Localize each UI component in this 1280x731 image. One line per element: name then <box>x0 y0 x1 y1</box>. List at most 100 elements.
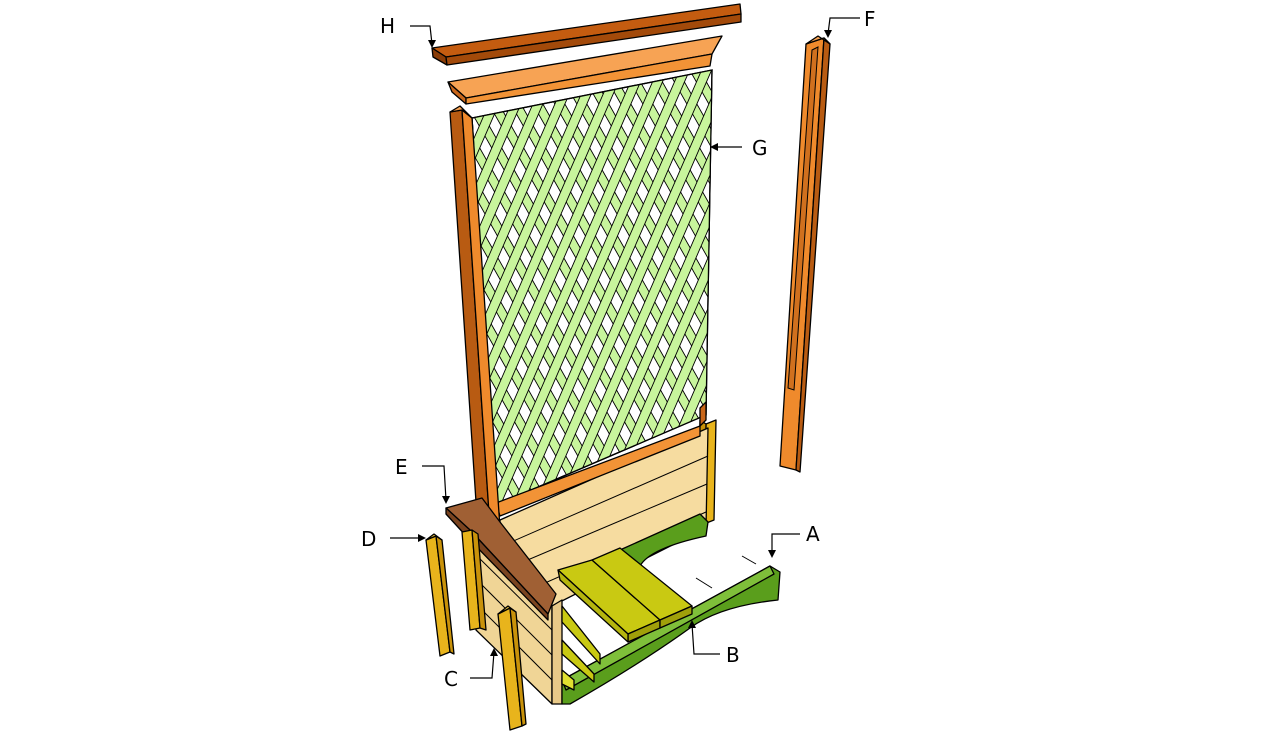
planter-box <box>471 401 717 705</box>
lattice-slat <box>728 60 998 520</box>
lattice-slat <box>1012 60 1222 520</box>
lattice-slat <box>816 60 1086 520</box>
lattice-slat <box>472 70 541 505</box>
lattice-slat <box>637 70 712 505</box>
lattice-slat <box>593 70 712 505</box>
lattice-slat <box>1166 60 1280 520</box>
lattice-slat <box>814 60 1024 520</box>
lattice-slat <box>242 60 452 520</box>
lattice-slat <box>549 70 712 505</box>
lattice-slat <box>882 60 1152 520</box>
lattice-slat <box>0 60 74 520</box>
lattice-slat <box>836 60 1046 520</box>
right-post <box>779 35 831 473</box>
lattice-slat <box>505 70 712 505</box>
box-legs <box>461 529 527 731</box>
lattice-slat <box>134 60 404 520</box>
lattice-slat <box>990 60 1200 520</box>
lattice-slat <box>860 60 1130 520</box>
lattice-slat <box>1188 60 1280 520</box>
lattice-slat <box>1034 60 1244 520</box>
lattice-slat <box>472 70 629 505</box>
lattice-slat <box>1146 60 1280 520</box>
lattice-slat <box>68 60 338 520</box>
lattice-slat <box>1036 60 1280 520</box>
lattice-slat <box>0 60 162 520</box>
lattice-slat <box>1276 60 1280 520</box>
lattice-slat <box>1254 60 1280 520</box>
lattice-slat <box>992 60 1262 520</box>
lattice-slat <box>527 70 712 505</box>
lattice-slat <box>968 60 1178 520</box>
lattice-slat <box>24 60 294 520</box>
lattice-slat <box>1122 60 1280 520</box>
lattice-slat <box>946 60 1156 520</box>
top-frame-board <box>447 35 723 105</box>
lattice-slat <box>1058 60 1280 520</box>
label-b: B <box>726 643 740 667</box>
lattice-slat <box>472 70 607 505</box>
lattice-slat <box>0 60 140 520</box>
lattice-slat <box>90 60 360 520</box>
lattice-slat <box>1056 60 1266 520</box>
lattice-slat <box>1078 60 1280 520</box>
lattice-slat <box>472 70 673 505</box>
lattice-slat <box>926 60 1196 520</box>
lattice-slat <box>1168 60 1280 520</box>
lattice-slat <box>838 60 1108 520</box>
lattice-slat <box>1234 60 1280 520</box>
loose-leg <box>425 533 455 657</box>
lattice-slat <box>0 60 228 520</box>
label-g: G <box>752 136 768 160</box>
lattice-slat <box>483 70 695 505</box>
lattice-slat <box>1212 60 1280 520</box>
lattice-slat <box>948 60 1218 520</box>
lattice-slat <box>1014 60 1280 520</box>
lattice-slat <box>880 60 1090 520</box>
lattice-slat <box>1256 60 1280 520</box>
lattice-slat <box>858 60 1068 520</box>
lattice-slat <box>1144 60 1280 520</box>
lattice-slat <box>705 70 712 505</box>
lattice-slat <box>0 60 118 520</box>
lattice-slat <box>178 60 448 520</box>
label-f: F <box>864 7 876 31</box>
lattice-slat <box>0 60 184 520</box>
lattice-slat <box>924 60 1134 520</box>
lattice-slat <box>472 70 563 505</box>
top-cap-board <box>431 3 742 66</box>
label-a: A <box>806 522 820 546</box>
lattice-slat <box>46 60 316 520</box>
label-d: D <box>361 527 376 551</box>
seat-slats <box>557 547 693 691</box>
lattice-slat <box>748 60 958 520</box>
lattice-slat <box>0 60 96 520</box>
lattice-slat <box>1210 60 1280 520</box>
lattice-slat <box>615 70 712 505</box>
lattice-slat <box>902 60 1112 520</box>
lattice-slat <box>0 60 206 520</box>
lattice-slat <box>220 60 430 520</box>
leader-arrows <box>390 17 860 679</box>
lattice-slat <box>794 60 1064 520</box>
lattice-slat <box>0 60 250 520</box>
lattice-slat <box>0 60 52 520</box>
lattice-slat <box>472 70 475 505</box>
lattice-slat <box>112 60 382 520</box>
lattice-slat <box>904 60 1174 520</box>
lattice-slat <box>200 60 470 520</box>
lattice-slat <box>156 60 426 520</box>
lattice-slat <box>726 60 936 520</box>
lattice-slat <box>1080 60 1280 520</box>
lattice-slat <box>1102 60 1280 520</box>
lattice-slat <box>1190 60 1280 520</box>
lattice-slat <box>0 60 30 520</box>
lattice-slat <box>2 60 272 520</box>
label-h: H <box>380 14 395 38</box>
lattice-slat <box>970 60 1240 520</box>
seat-supports <box>561 513 781 705</box>
label-c: C <box>444 667 458 691</box>
lattice-slat <box>472 70 651 505</box>
label-e: E <box>395 455 408 479</box>
